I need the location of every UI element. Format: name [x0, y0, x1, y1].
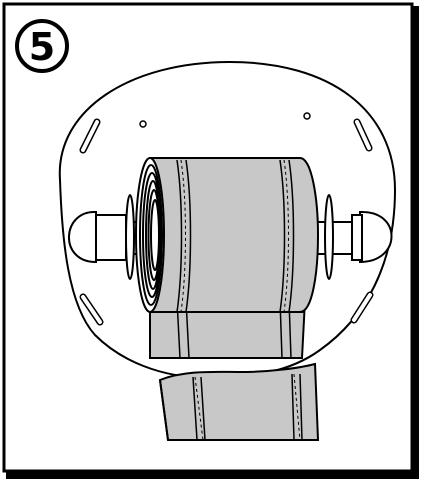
mounting-hole — [303, 112, 311, 120]
mounting-slot — [353, 118, 373, 152]
mounting-hole — [139, 120, 147, 128]
tape-seal-line — [192, 376, 206, 441]
tape-seal-line — [291, 373, 303, 441]
tape-seal-line — [279, 159, 295, 313]
step-number: 5 — [29, 25, 55, 69]
right-spindle-knob — [311, 194, 393, 280]
mounting-slot — [350, 291, 374, 324]
tape-seal-line — [176, 159, 192, 313]
mounting-slot — [79, 118, 101, 154]
step-number-badge: 5 — [15, 19, 69, 73]
tape-roll-end-face — [135, 157, 165, 313]
tape-roll — [135, 157, 320, 313]
mounting-slot — [79, 293, 104, 326]
tape-strip-hanging — [158, 362, 320, 441]
